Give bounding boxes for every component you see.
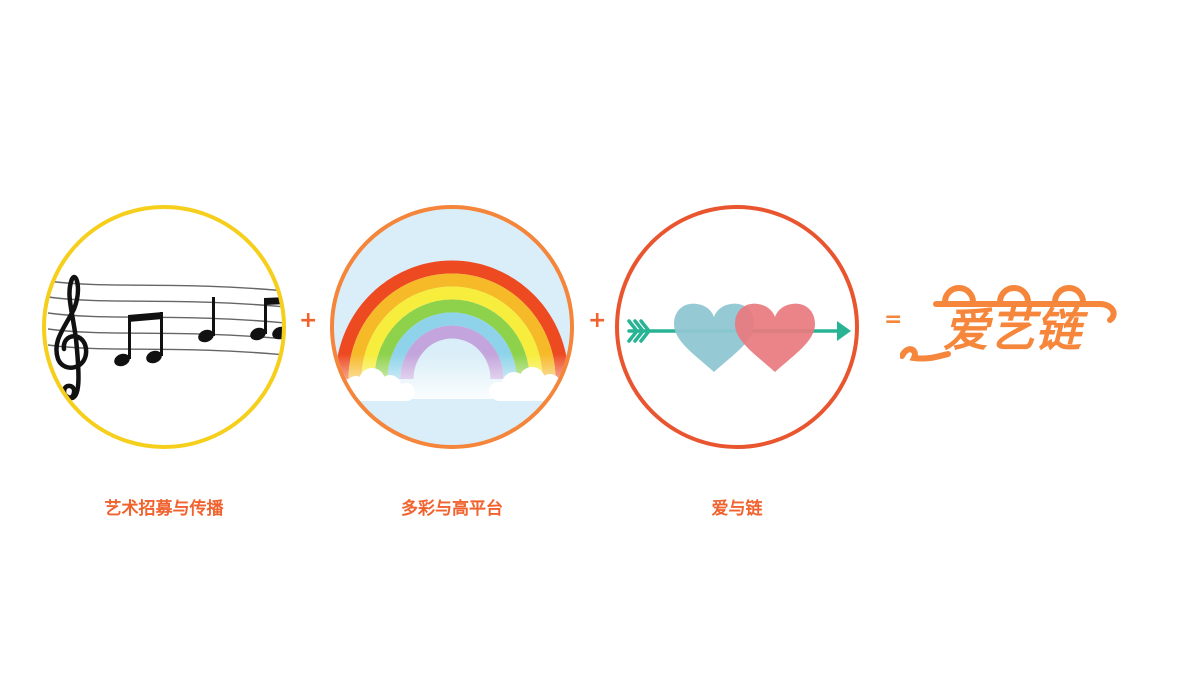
- plus-sign: +: [299, 308, 318, 333]
- cloud-icon: [489, 367, 562, 401]
- music-staff-illustration: [47, 274, 282, 401]
- music-note-icon: [114, 297, 282, 367]
- rainbow-caption: 多彩与高平台: [401, 499, 503, 519]
- treble-clef-icon: [54, 274, 89, 401]
- love-caption: 爱与链: [711, 499, 763, 519]
- music-caption: 艺术招募与传播: [104, 499, 224, 519]
- heart-icon: [674, 303, 754, 372]
- music-circle: [42, 205, 286, 449]
- brand-logo: 爱艺链: [899, 280, 1130, 374]
- plus-sign: +: [588, 308, 607, 333]
- rainbow-circle: [330, 205, 574, 449]
- equals-sign: =: [884, 307, 903, 332]
- cloud-icon: [345, 368, 415, 401]
- heart-icon: [735, 303, 815, 372]
- love-circle: [615, 205, 859, 449]
- logo-text: 爱艺链: [943, 303, 1089, 357]
- hearts-arrow-illustration: [627, 303, 851, 372]
- rainbow-icon: [334, 260, 570, 401]
